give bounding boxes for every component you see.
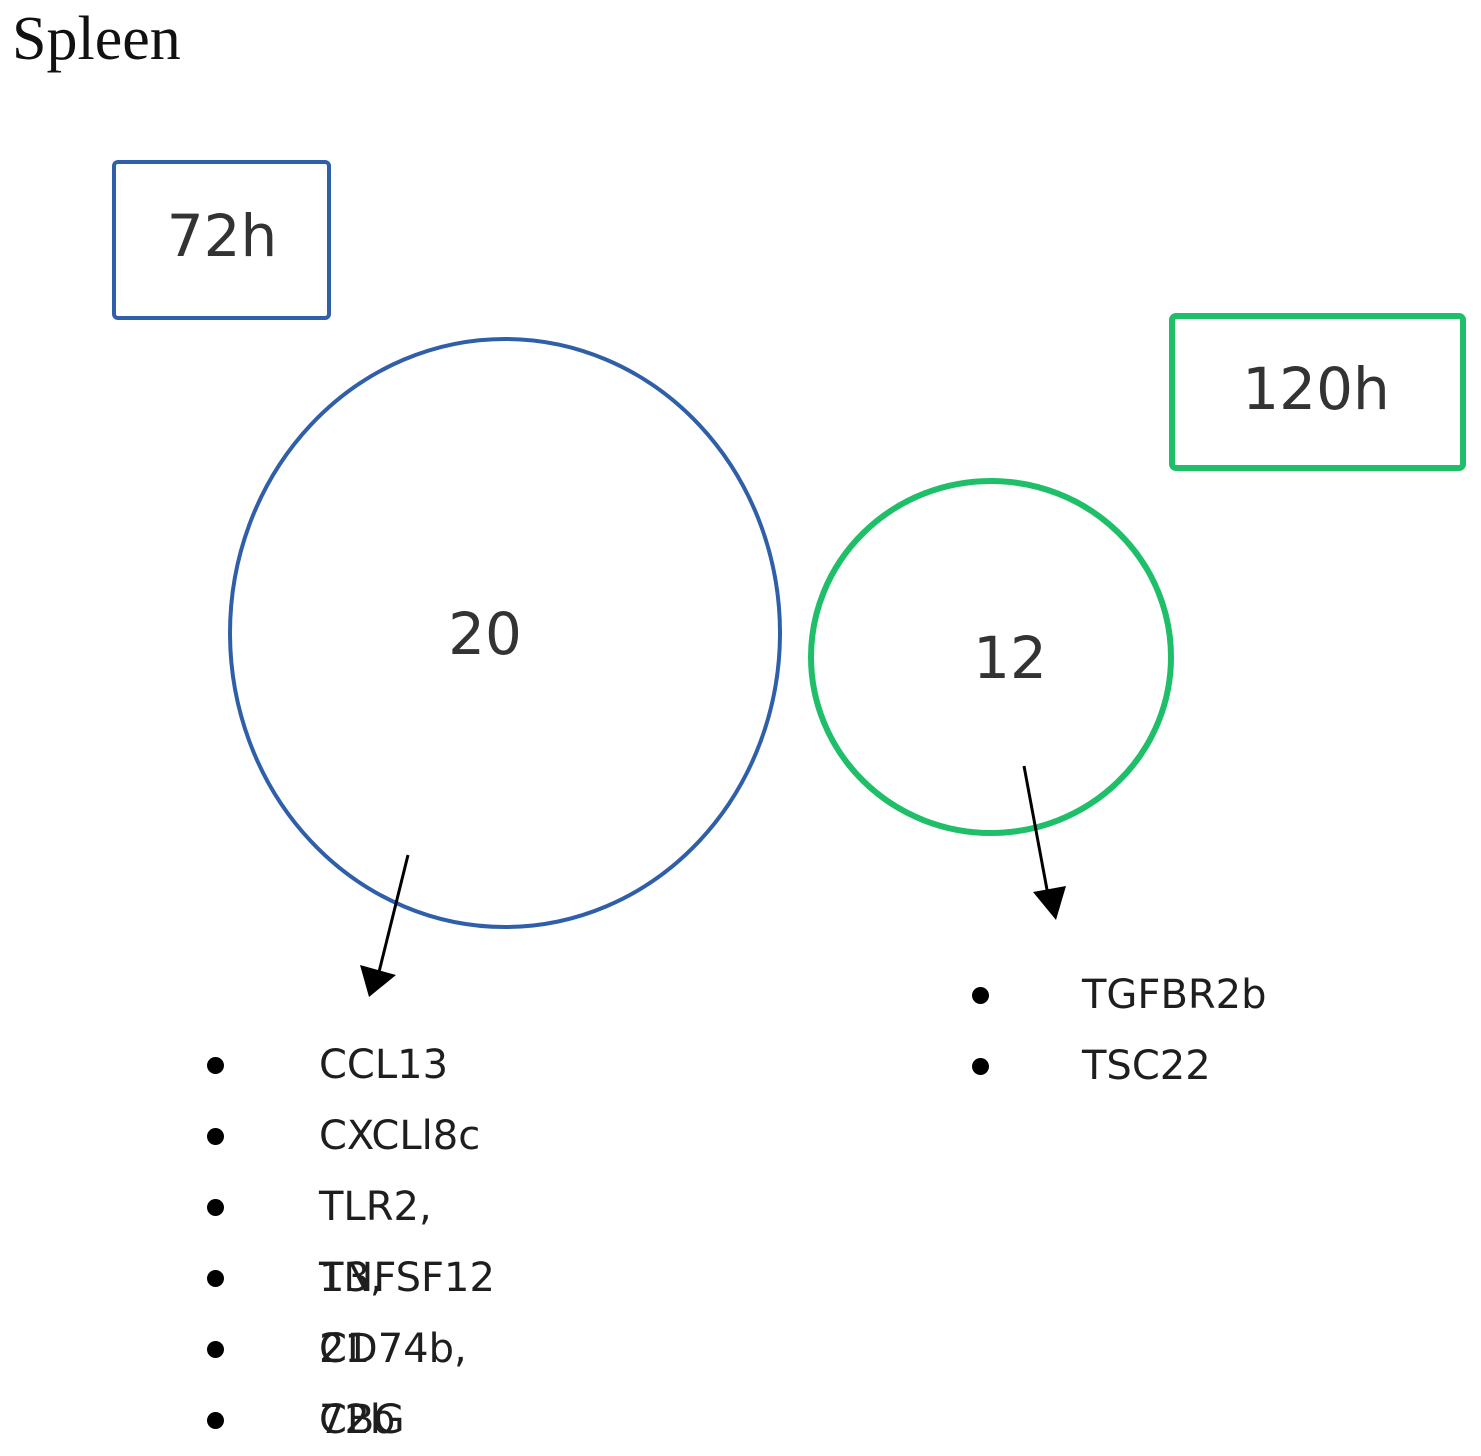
count-72h: 20	[448, 600, 522, 668]
bullet-icon	[207, 1199, 224, 1216]
bullet-icon	[207, 1057, 224, 1074]
label-box-120h	[1169, 313, 1466, 471]
circle-72h	[228, 337, 782, 929]
label-box-72h	[112, 160, 331, 320]
bullet-icon	[207, 1341, 224, 1358]
count-120h: 12	[973, 624, 1047, 692]
bullet-icon	[207, 1270, 224, 1287]
arrow-72h	[360, 854, 410, 997]
label-72h: 72h	[167, 202, 278, 270]
bullet-icon	[972, 1058, 989, 1075]
figure-title: Spleen	[12, 5, 181, 73]
arrow-120h	[1022, 765, 1066, 920]
label-120h: 120h	[1242, 355, 1389, 423]
bullet-icon	[972, 987, 989, 1004]
bullet-icon	[207, 1412, 224, 1429]
circle-120h	[808, 478, 1174, 836]
bullet-icon	[207, 1128, 224, 1145]
